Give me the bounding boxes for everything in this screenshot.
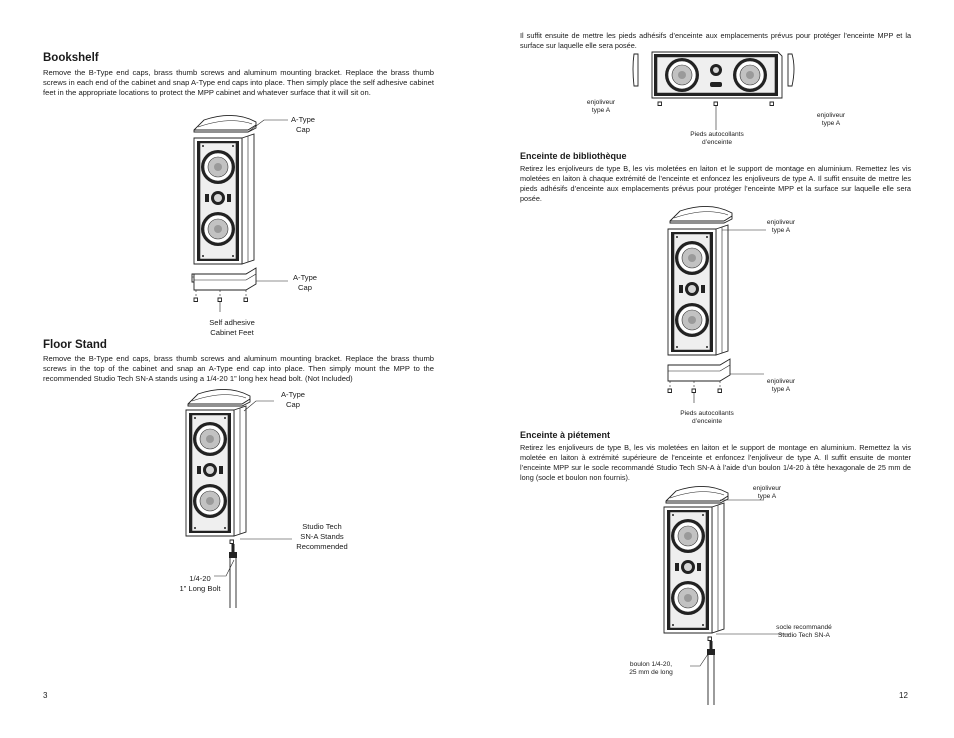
pietement-heading: Enceinte à piétement [520, 430, 611, 440]
bookshelf-feet-label: Self adhesive Cabinet Feet [209, 318, 255, 337]
horizontal-left-cap-label: enjoliveur type A [586, 99, 616, 115]
floor-stand-cap-leader [244, 397, 284, 417]
right-intro-text: Il suffit ensuite de mettre les pieds ad… [520, 31, 911, 50]
pietement-body: Retirez les enjoliveurs de type B, les v… [520, 443, 911, 482]
floor-stand-heading: Floor Stand [43, 339, 107, 351]
bibliotheque-speaker-figure [667, 206, 733, 405]
floor-stand-stand-label: Studio Tech SN-A Stands Recommended [296, 522, 348, 551]
pietement-cap-leader [720, 492, 780, 508]
bookshelf-speaker-figure [191, 115, 257, 312]
floor-stand-bolt-label: 1/4-20 1” Long Bolt [179, 574, 221, 593]
bookshelf-bottom-cap-leader [256, 277, 296, 287]
bibliotheque-heading: Enceinte de bibliothèque [520, 151, 627, 161]
bibliotheque-body: Retirez les enjoliveurs de type B, les v… [520, 164, 911, 203]
bibliotheque-top-cap-label: enjoliveur type A [766, 219, 796, 235]
pietement-stand-leader [716, 630, 796, 640]
bookshelf-bottom-cap-label: A-Type Cap [292, 273, 318, 292]
bibliotheque-bottom-cap-label: enjoliveur type A [766, 378, 796, 394]
pietement-bolt-label: boulon 1/4-20, 25 mm de long [629, 661, 673, 677]
pietement-stand-label: socle recommandé Studio Tech SN-A [776, 624, 832, 640]
bibliotheque-feet-label: Pieds autocollants d’enceinte [680, 410, 734, 426]
bibliotheque-bottom-cap-leader [730, 366, 770, 382]
floor-stand-stand-leader [240, 535, 300, 545]
pietement-bolt-leader [690, 652, 720, 672]
floor-stand-body: Remove the B-Type end caps, brass thumb … [43, 354, 434, 384]
bookshelf-top-cap-leader [248, 120, 308, 160]
horizontal-speaker-figure [632, 50, 800, 110]
pietement-speaker-figure [663, 486, 729, 705]
floor-stand-speaker-figure [185, 389, 251, 608]
bookshelf-top-cap-label: A-Type Cap [290, 115, 316, 134]
horizontal-right-cap-label: enjoliveur type A [816, 112, 846, 128]
bibliotheque-top-cap-leader [722, 222, 782, 238]
horizontal-feet-label: Pieds autocollants d’enceinte [690, 131, 744, 147]
floor-stand-bolt-leader [214, 556, 244, 580]
left-page-number: 3 [43, 691, 48, 700]
floor-stand-cap-label: A-Type Cap [280, 390, 306, 409]
pietement-cap-label: enjoliveur type A [752, 485, 782, 501]
right-page-number: 12 [899, 691, 908, 700]
bookshelf-body: Remove the B-Type end caps, brass thumb … [43, 68, 434, 98]
bookshelf-heading: Bookshelf [43, 52, 99, 64]
